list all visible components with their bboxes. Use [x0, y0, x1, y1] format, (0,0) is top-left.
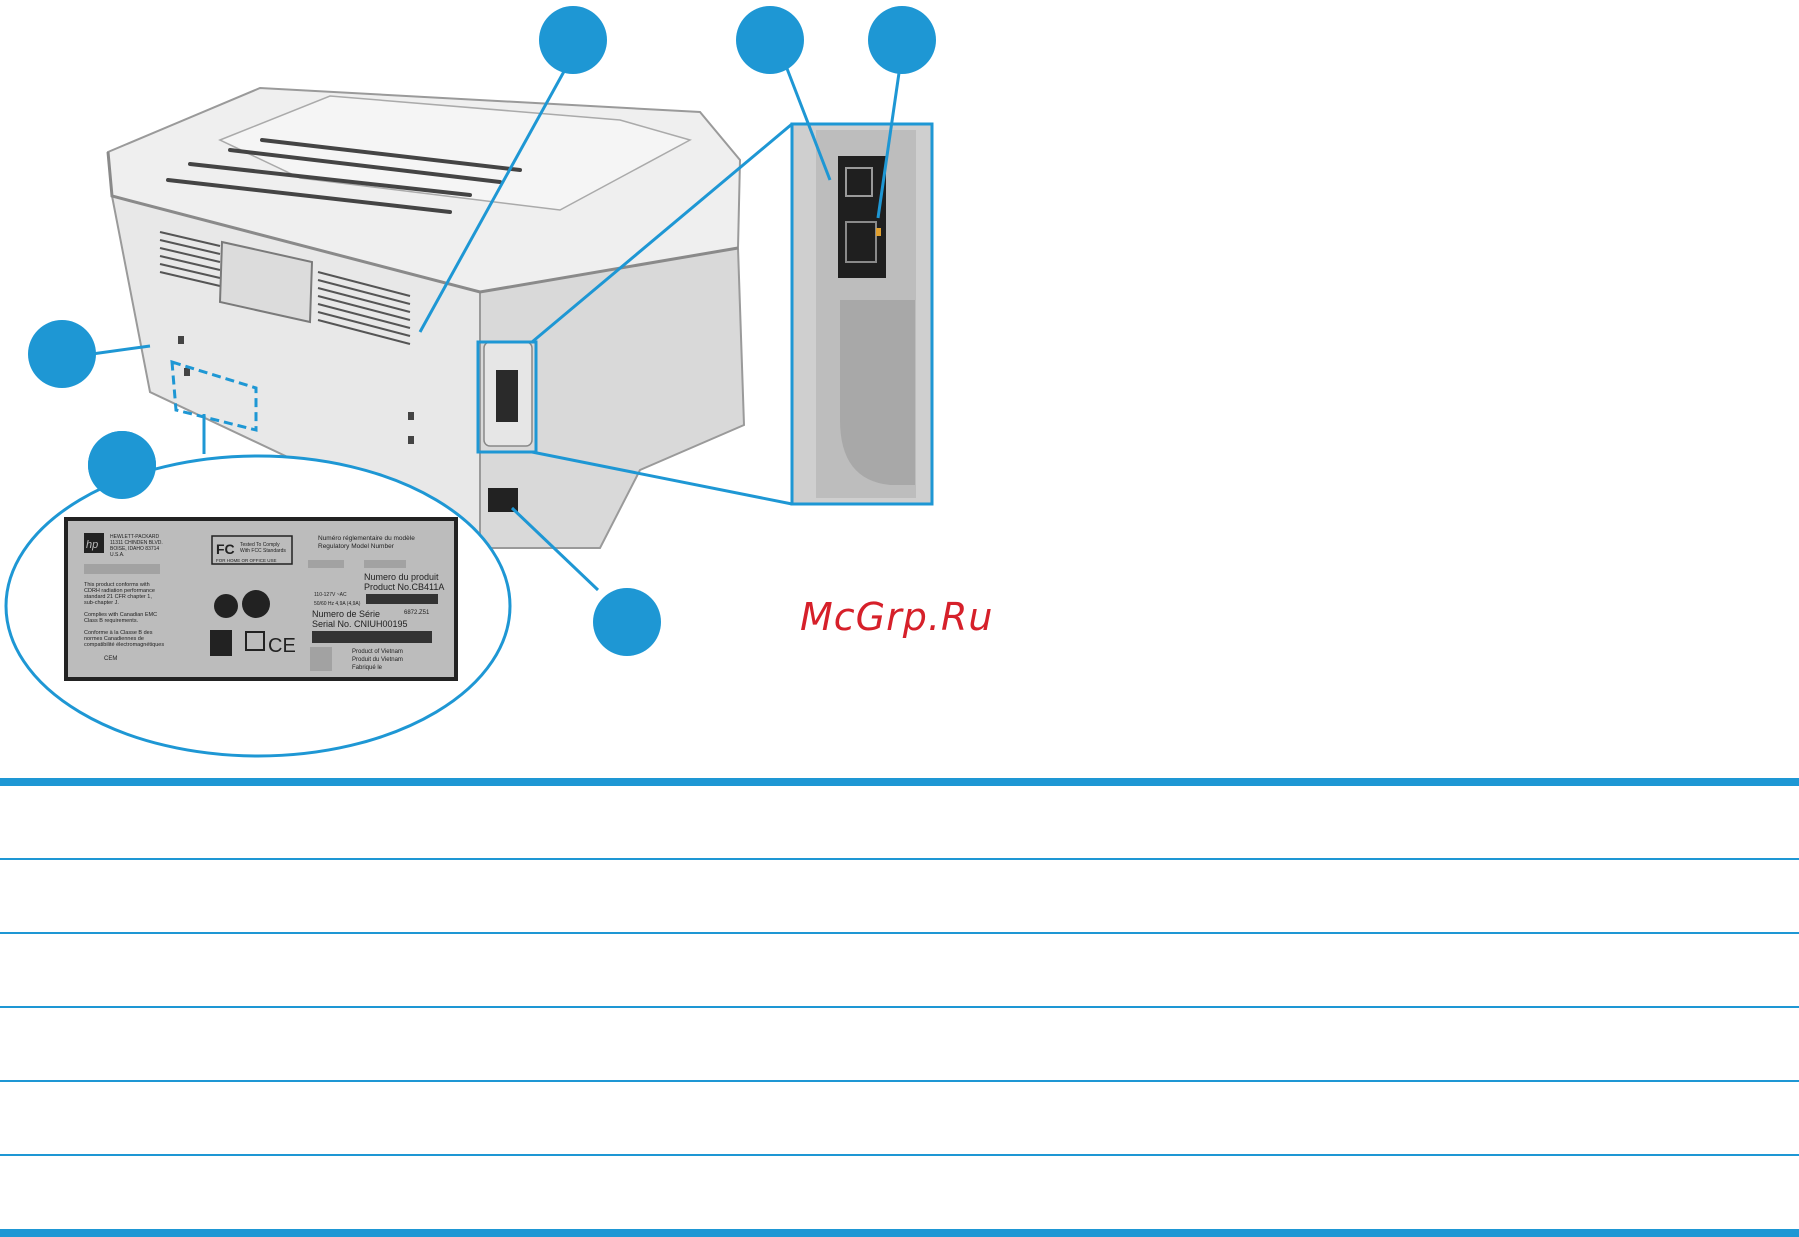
callout-circle	[539, 6, 607, 74]
row-divider	[0, 1154, 1799, 1156]
canadian-line: Complies with Canadian EMC	[84, 612, 157, 618]
fcc-box	[211, 535, 293, 565]
hp-logo-box	[84, 533, 104, 553]
usb-port-icon	[845, 167, 873, 197]
safety-mark-icon	[242, 590, 270, 618]
callout-lines	[91, 65, 902, 592]
row-divider	[0, 932, 1799, 934]
ports-inset-curve	[840, 300, 915, 485]
rear-screws	[178, 336, 414, 444]
label-redaction	[364, 560, 406, 568]
rear-access-handle	[218, 240, 314, 324]
origin-line: Product of Vietnam	[352, 649, 403, 655]
callout-table	[0, 778, 1799, 1237]
weee-bin-icon	[245, 631, 265, 651]
hp-logo: hp	[86, 539, 98, 551]
inset-leader-bottom	[531, 450, 793, 506]
tray-slots	[166, 138, 522, 214]
serial-no: Serial No. CNIUH00195	[312, 619, 408, 629]
callout-circle	[88, 431, 156, 499]
row-divider	[0, 1006, 1799, 1008]
fcc-line: Tested To Comply	[240, 542, 280, 548]
origin-line: Fabriqué le	[352, 665, 383, 671]
label-area-outline	[170, 359, 258, 432]
table-row	[0, 934, 1799, 1006]
ce-mark: CE	[268, 635, 296, 657]
printer-illustration	[106, 86, 746, 550]
ethernet-led-icon	[876, 228, 881, 236]
regulatory-label: hp HEWLETT-PACKARD 11311 CHINDEN BLVD. B…	[64, 517, 458, 681]
address-line: 11311 CHINDEN BLVD.	[110, 540, 163, 546]
row-divider	[0, 1080, 1799, 1082]
address-line: U.S.A.	[110, 552, 124, 558]
label-redaction	[84, 564, 160, 574]
cdrh-line: CDRH radiation performance	[84, 588, 155, 594]
front-lip	[106, 151, 739, 294]
table-row	[0, 1156, 1799, 1228]
side-port	[496, 370, 518, 422]
table-top-rule	[0, 778, 1799, 786]
callout-circle	[736, 6, 804, 74]
conforme-line: normes Canadiennes de	[84, 636, 144, 642]
table-row	[0, 860, 1799, 932]
printer-rear-view-figure: hp HEWLETT-PACKARD 11311 CHINDEN BLVD. B…	[4, 6, 936, 758]
cdrh-line: This product conforms with	[84, 582, 150, 588]
cdrh-line: standard 21 CFR chapter 1,	[84, 594, 152, 600]
recycle-mark-icon	[210, 630, 232, 656]
callout-circle	[28, 320, 96, 388]
origin-line: Produit du Vietnam	[352, 657, 403, 663]
rear-vents	[159, 231, 411, 345]
product-no: Product No.CB411A	[364, 582, 444, 592]
fcc-mark: FC	[216, 541, 235, 557]
product-code: 6872.Z51	[404, 610, 430, 616]
conforme-line: Conforme à la Classe B des	[84, 630, 153, 636]
regulatory-en: Regulatory Model Number	[318, 543, 395, 550]
serial-fr: Numero de Série	[312, 609, 380, 619]
serial-barcode	[312, 631, 432, 643]
frequency-text: 50/60 Hz 4,9A (4,9A)	[314, 601, 361, 607]
address-line: BOISE, IDAHO 83714	[110, 546, 159, 552]
cem-text: CEM	[104, 656, 117, 662]
inset-leader-top	[531, 122, 793, 344]
cdrh-line: sub-chapter J.	[84, 600, 119, 606]
label-redaction	[308, 560, 344, 568]
table-row	[0, 1082, 1799, 1154]
side-port-highlight	[476, 340, 538, 454]
ports-inset	[476, 122, 934, 506]
voltage-text: 110-127V ~AC	[314, 592, 347, 598]
conforme-line: compatibilité électromagnétiques	[84, 642, 164, 648]
callout-circle	[593, 588, 661, 656]
ethernet-port-icon	[845, 221, 877, 263]
address-line: HEWLETT-PACKARD	[110, 534, 159, 540]
safety-mark-icon	[214, 594, 238, 618]
fcc-line: With FCC Standards	[240, 548, 286, 554]
table-row	[0, 786, 1799, 858]
regulatory-fr: Numéro réglementaire du modèle	[318, 535, 415, 542]
product-no-fr: Numero du produit	[364, 572, 439, 582]
watermark-text: McGrp.Ru	[800, 595, 994, 639]
row-divider	[0, 858, 1799, 860]
label-redaction	[310, 647, 332, 671]
callout-circle	[868, 6, 936, 74]
fcc-sub: FOR HOME OR OFFICE USE	[216, 558, 277, 563]
product-barcode	[366, 594, 438, 604]
table-bottom-rule	[0, 1229, 1799, 1237]
table-row	[0, 1008, 1799, 1080]
canadian-line: Class B requirements.	[84, 618, 139, 624]
